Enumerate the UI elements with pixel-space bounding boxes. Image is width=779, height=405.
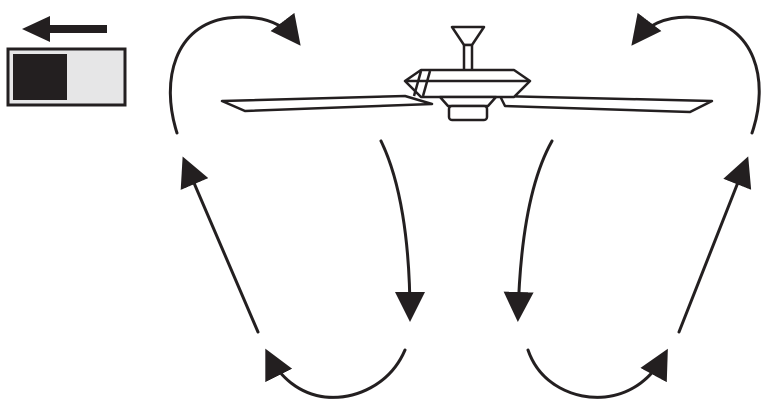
airflow-arrow-down-left [379,139,425,322]
airflow-arrow-bottom-left [265,348,407,399]
airflow-arrow-up-left [180,156,260,334]
toggle-switch-icon [6,47,127,107]
airflow-arrows [168,12,761,399]
left-arrow-icon [22,16,107,42]
airflow-arrow-up-right [677,156,752,334]
airflow-arrow-top-right [631,12,761,135]
airflow-arrow-down-right [503,139,554,322]
airflow-arrow-top-left [168,12,301,135]
ceiling-fan-icon [220,25,714,122]
airflow-arrow-bottom-right [526,348,668,399]
